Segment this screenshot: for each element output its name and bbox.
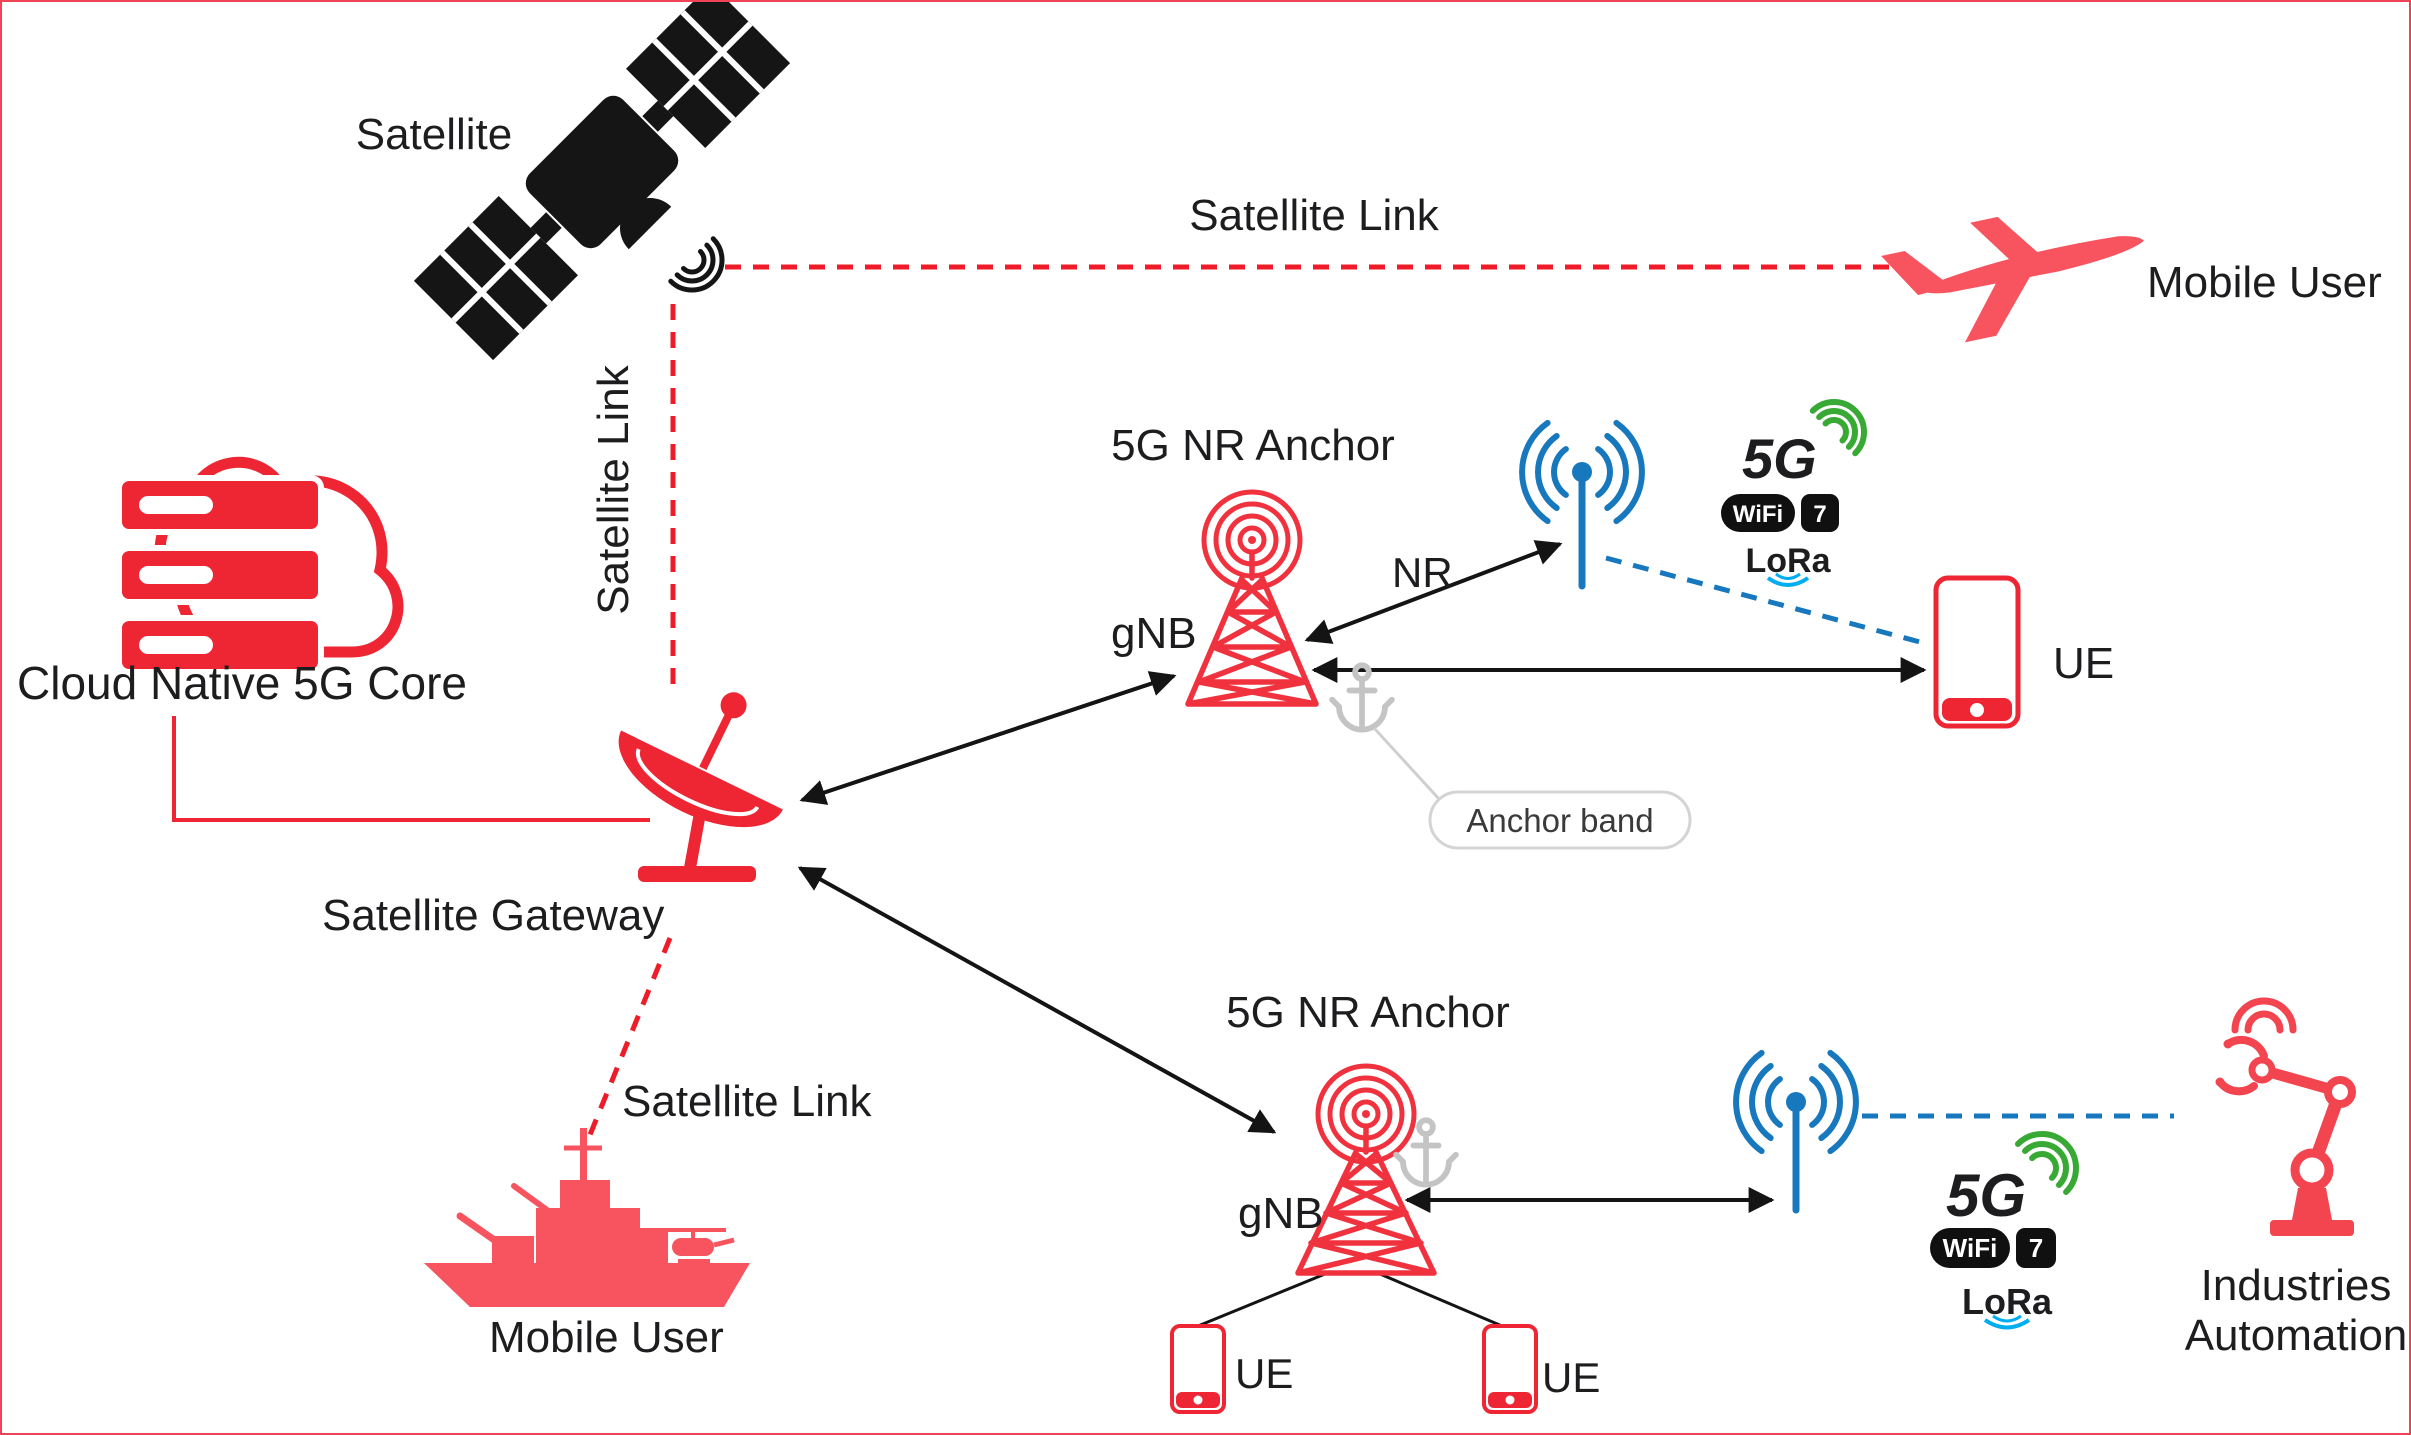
wifi-version-text: 7: [2029, 1233, 2043, 1263]
airplane-icon: [1881, 216, 2144, 343]
smartphone-icon: [1170, 1324, 1226, 1414]
nr-anchor-bottom-label: 5G NR Anchor: [1226, 988, 1510, 1037]
lora-badge-icon: LoRa: [1962, 1281, 2053, 1330]
ue-bottom-right-label: UE: [1542, 1354, 1600, 1401]
anchor-band-label: Anchor band: [1466, 802, 1653, 839]
satellite-dish-icon: [618, 692, 783, 882]
satellite-link-vertical-label: Satellite Link: [589, 364, 638, 614]
lora-badge-text: LoRa: [1746, 542, 1832, 580]
five-g-logo-text: 5G: [1742, 427, 1817, 490]
satellite-label: Satellite: [356, 110, 513, 159]
core-gateway-line: [172, 716, 650, 822]
cloud-server-icon: [116, 456, 404, 675]
anchor-icon: [1329, 662, 1395, 733]
gateway-tower1-arrow: [799, 671, 1177, 805]
gnb-top-label: gNB: [1111, 609, 1197, 658]
smartphone-icon: [1933, 575, 2021, 729]
satellite-link-sea-line: [580, 937, 673, 1153]
satellite-icon: [413, 2, 791, 361]
ue-bottom-left-label: UE: [1235, 1350, 1293, 1397]
five-g-logo-text: 5G: [1946, 1162, 2026, 1229]
wifi-version-text: 7: [1813, 501, 1826, 528]
industries-label-line1: Industries: [2201, 1261, 2392, 1310]
tower2-ue-left-line: [1197, 1272, 1326, 1328]
gateway-tower2-arrow: [797, 866, 1277, 1134]
cell-tower-bottom-icon: [1295, 1063, 1437, 1276]
five-g-logo-icon: 5G: [1946, 1131, 2079, 1229]
wifi-7-badge-icon: WiFi 7: [1721, 494, 1839, 532]
gnb-bottom-label: gNB: [1238, 1189, 1324, 1238]
wifi-7-badge-icon: WiFi 7: [1930, 1228, 2056, 1268]
anchor-icon: [1393, 1117, 1459, 1188]
robot-arm-icon: [2215, 997, 2356, 1236]
anchor-band-callout: [1372, 726, 1692, 850]
wifi-badge-text: WiFi: [1733, 501, 1783, 528]
lora-badge-text: LoRa: [1962, 1281, 2053, 1322]
satellite-link-air-label: Satellite Link: [1189, 191, 1439, 240]
mobile-user-sea-label: Mobile User: [489, 1313, 724, 1362]
five-g-logo-icon: 5G: [1742, 399, 1867, 490]
tower1-antenna1-arrow: [1304, 540, 1563, 644]
nr-label: NR: [1392, 549, 1453, 596]
ue-right-label: UE: [2053, 639, 2114, 688]
battleship-icon: [424, 1128, 750, 1307]
helicopter-icon: [662, 1228, 735, 1263]
smartphone-icon: [1482, 1324, 1538, 1414]
antenna-icon: [1519, 419, 1645, 590]
antenna-icon: [1733, 1049, 1859, 1214]
satellite-link-sea-label: Satellite Link: [622, 1077, 872, 1126]
cell-tower-top-icon: [1185, 489, 1319, 707]
mobile-user-air-label: Mobile User: [2147, 258, 2382, 307]
cloud-core-label: Cloud Native 5G Core: [17, 657, 467, 709]
nr-anchor-top-label: 5G NR Anchor: [1111, 421, 1395, 470]
tower2-ue-right-line: [1379, 1272, 1503, 1328]
wifi-badge-text: WiFi: [1943, 1233, 1998, 1263]
satellite-gateway-label: Satellite Gateway: [322, 891, 664, 940]
lora-badge-icon: LoRa: [1746, 542, 1832, 587]
industries-label-line2: Automation: [2185, 1311, 2408, 1360]
